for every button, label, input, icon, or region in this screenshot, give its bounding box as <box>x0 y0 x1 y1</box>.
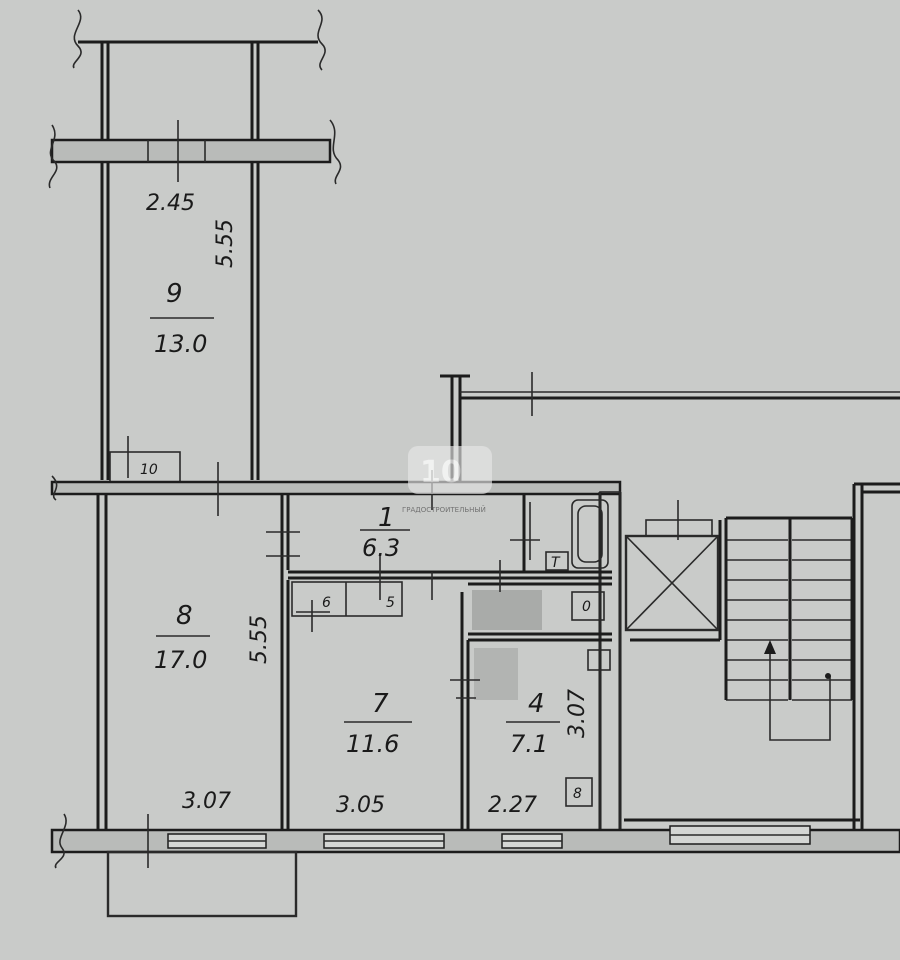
watermark-logo: 10 ГРАДОСТРОИТЕЛЬНЫЙ <box>402 446 492 514</box>
room-7-width-dim: 3.05 <box>336 793 385 818</box>
room-7-number: 7 <box>372 689 389 719</box>
room-4-depth-dim: 3.07 <box>565 689 590 738</box>
room-9-area: 13.0 <box>154 330 207 358</box>
svg-text:6: 6 <box>322 595 331 611</box>
svg-text:T: T <box>551 555 561 571</box>
stair-arrow-icon <box>764 640 776 654</box>
window-2 <box>323 833 445 849</box>
loggia <box>48 9 342 480</box>
closet-10: 10 <box>109 436 181 483</box>
window-1 <box>167 833 267 849</box>
toilet: T <box>545 551 569 571</box>
watermark-text: ГРАДОСТРОИТЕЛЬНЫЙ <box>402 505 486 514</box>
closet-6-5: 6 5 <box>291 581 403 632</box>
svg-text:5: 5 <box>386 595 395 611</box>
svg-text:0: 0 <box>582 599 591 615</box>
room-8-number: 8 <box>176 601 193 631</box>
balcony-width-dim: 2.45 <box>146 191 195 216</box>
window-4 <box>669 825 811 845</box>
elevator-shaft <box>624 500 720 632</box>
svg-text:10: 10 <box>420 455 462 490</box>
room-4-area: 7.1 <box>510 730 548 758</box>
svg-text:8: 8 <box>573 786 582 802</box>
staircase <box>726 539 852 701</box>
room-7-area: 11.6 <box>346 730 399 758</box>
window-3 <box>501 833 563 849</box>
bathtub <box>571 499 609 569</box>
svg-text:10: 10 <box>140 462 158 478</box>
room-1-area: 6.3 <box>362 534 400 562</box>
balcony-length-dim: 5.55 <box>213 219 238 268</box>
room-4-width-dim: 2.27 <box>488 793 537 818</box>
room-8-depth-dim: 5.55 <box>247 615 272 664</box>
room-8-area: 17.0 <box>154 646 207 674</box>
room-4-number: 4 <box>528 689 545 719</box>
room-1-number: 1 <box>378 503 395 533</box>
room-8-width-dim: 3.07 <box>182 789 231 814</box>
stove: 8 <box>565 777 593 807</box>
room-9-number: 9 <box>166 279 183 309</box>
sink: 0 <box>571 591 605 621</box>
